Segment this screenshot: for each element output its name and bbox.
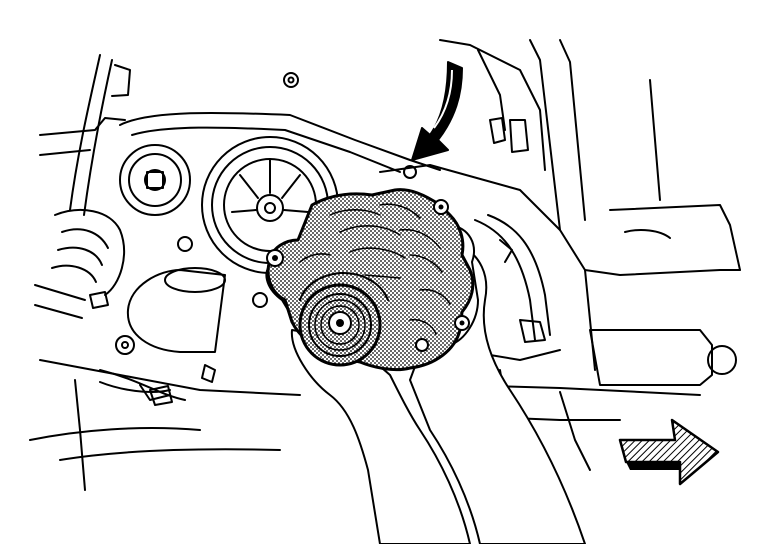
alternator-component: [266, 188, 475, 372]
arrow-down-left-icon: [411, 61, 463, 161]
arrow-right-icon: [618, 418, 720, 486]
